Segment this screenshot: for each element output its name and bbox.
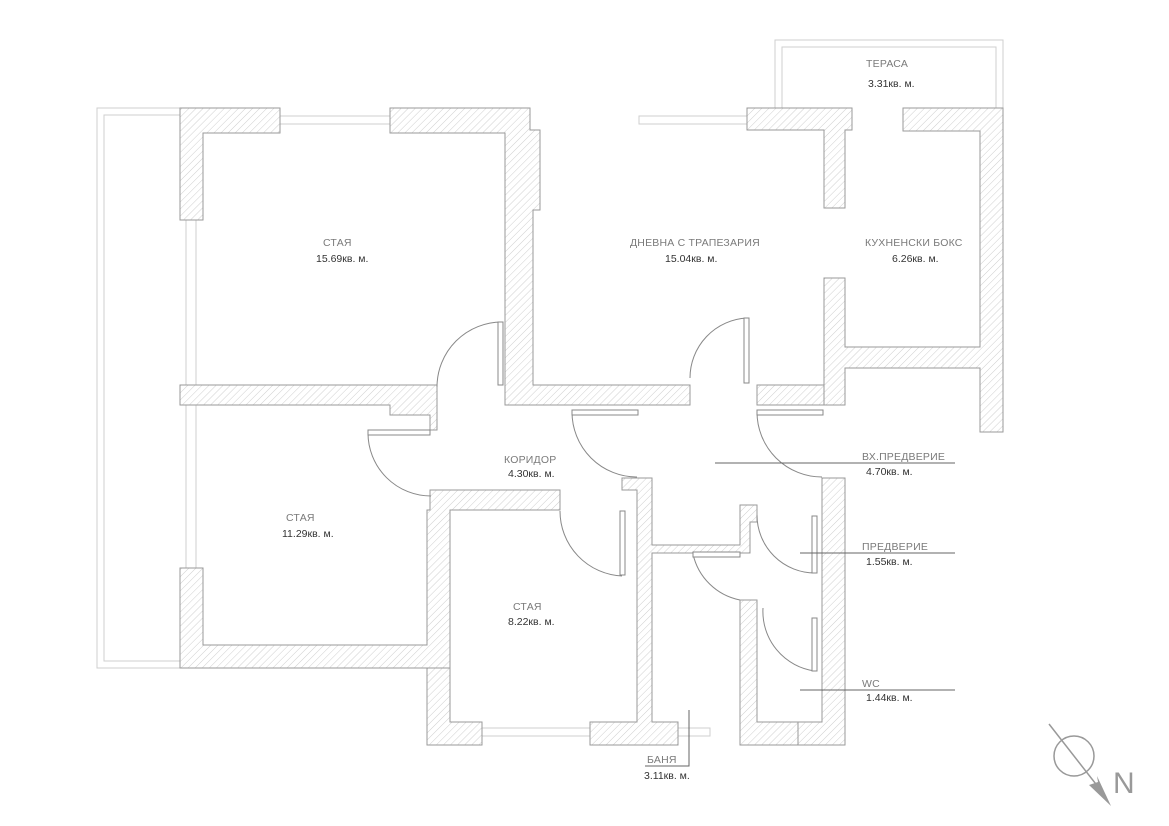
room-area: 15.04кв. м. xyxy=(665,253,717,265)
room-area: 3.31кв. м. xyxy=(868,78,915,90)
room-area: 6.26кв. м. xyxy=(892,253,939,265)
leader-lines xyxy=(645,462,955,767)
room-area: 1.55кв. м. xyxy=(866,556,913,568)
room-name: БАНЯ xyxy=(647,754,677,766)
room-name: ТЕРАСА xyxy=(866,58,908,70)
north-label: N xyxy=(1113,767,1135,800)
room-name: WC xyxy=(862,678,880,690)
room-area: 1.44кв. м. xyxy=(866,692,913,704)
room-name: СТАЯ xyxy=(286,512,315,524)
room-area: 4.70кв. м. xyxy=(866,466,913,478)
room-name: ВХ.ПРЕДВЕРИЕ xyxy=(862,451,945,463)
room-labels: СТАЯ 15.69кв. м. ДНЕВНА С ТРАПЕЗАРИЯ 15.… xyxy=(282,58,963,782)
room-area: 8.22кв. м. xyxy=(508,616,555,628)
doors[interactable] xyxy=(367,317,824,672)
windows xyxy=(185,115,799,737)
terrace-outline xyxy=(774,39,1004,108)
room-area: 4.30кв. м. xyxy=(508,468,555,480)
room-name: ДНЕВНА С ТРАПЕЗАРИЯ xyxy=(630,237,760,249)
balcony-outline xyxy=(96,107,180,669)
room-area: 15.69кв. м. xyxy=(316,253,368,265)
room-name: ПРЕДВЕРИЕ xyxy=(862,541,928,553)
room-area: 3.11кв. м. xyxy=(644,770,690,782)
room-name: КУХНЕНСКИ БОКС xyxy=(865,237,963,249)
room-name: СТАЯ xyxy=(513,601,542,613)
north-arrow-icon: N xyxy=(1048,723,1135,806)
room-name: КОРИДОР xyxy=(504,454,556,466)
room-name: СТАЯ xyxy=(323,237,352,249)
walls xyxy=(179,107,1004,746)
room-area: 11.29кв. м. xyxy=(282,528,334,540)
